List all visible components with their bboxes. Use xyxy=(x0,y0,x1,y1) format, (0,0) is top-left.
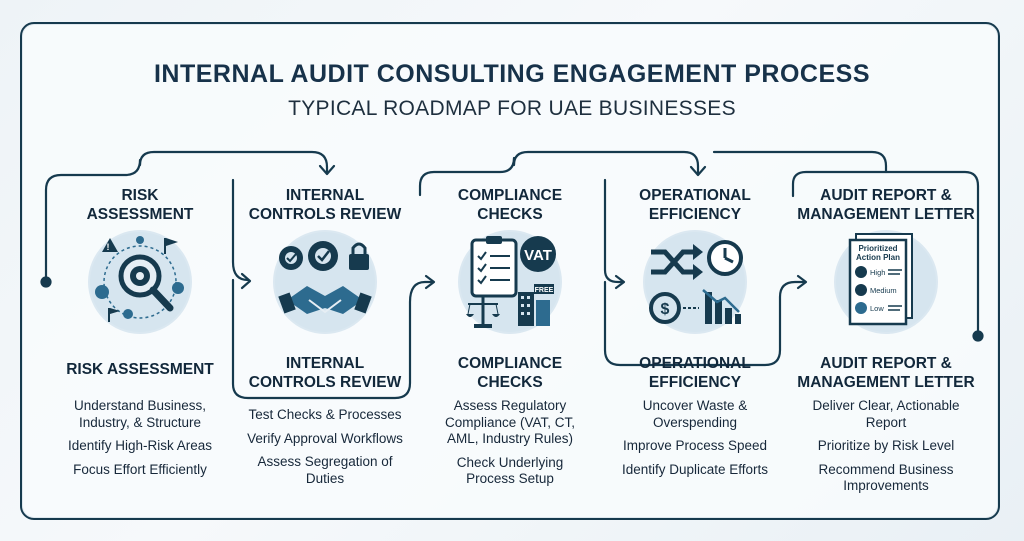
step-heading: AUDIT REPORT & MANAGEMENT LETTER xyxy=(797,187,975,223)
flow-end-dot xyxy=(972,330,984,342)
plan-item-medium: Medium xyxy=(870,286,897,295)
connector-4-5-bottom xyxy=(603,280,806,367)
step-label: AUDIT REPORT & MANAGEMENT LETTER xyxy=(797,355,975,391)
page-subtitle: TYPICAL ROADMAP FOR UAE BUSINESSES xyxy=(288,97,736,120)
bullet-item: Deliver Clear, Actionable Report xyxy=(812,398,960,430)
action-plan-report-icon: Prioritized Action Plan High Medium Low xyxy=(834,230,938,334)
step-heading: OPERATIONAL EFFICIENCY xyxy=(639,187,751,223)
risk-magnifier-gears-icon: ! xyxy=(88,230,192,334)
step-label: COMPLIANCE CHECKS xyxy=(457,355,563,391)
bullet-item: Test Checks & Processes xyxy=(248,407,402,422)
page-title: INTERNAL AUDIT CONSULTING ENGAGEMENT PRO… xyxy=(153,60,870,88)
arrowhead-into-controls xyxy=(240,272,252,290)
bullet-item: Understand Business, Industry, & Structu… xyxy=(73,398,207,430)
step-bullets: Uncover Waste & Overspending Improve Pro… xyxy=(605,398,785,485)
connector-3-4-top xyxy=(418,150,700,197)
bullet-item: Verify Approval Workflows xyxy=(247,430,403,446)
bullet-item: Prioritize by Risk Level xyxy=(817,438,955,453)
bullet-item: Assess Regulatory Compliance (VAT, CT, A… xyxy=(444,398,576,446)
step-heading: COMPLIANCE CHECKS xyxy=(457,187,563,223)
bullet-item: Focus Effort Efficiently xyxy=(73,461,207,477)
arrowhead-3-4 xyxy=(689,165,707,177)
bullet-item: Identify Duplicate Efforts xyxy=(621,461,769,477)
arrowhead-4-5 xyxy=(796,274,808,290)
bullet-item: Recommend Business Improvements xyxy=(818,461,954,494)
plan-title-line1: Prioritized xyxy=(858,244,897,253)
connector-1-2-top xyxy=(44,150,329,284)
bullet-item: Uncover Waste & Overspending xyxy=(642,398,748,430)
clipboard-vat-scales-icon: VAT FREE xyxy=(458,230,562,334)
arrowhead-2-3 xyxy=(424,274,436,290)
plan-item-high: High xyxy=(870,268,885,277)
step-label: RISK ASSESSMENT xyxy=(66,361,214,378)
step-heading: RISK ASSESSMENT xyxy=(86,187,194,223)
step-bullets: Assess Regulatory Compliance (VAT, CT, A… xyxy=(420,398,600,495)
connector-2-3-bottom xyxy=(231,278,434,400)
bullet-item: Improve Process Speed xyxy=(622,438,768,453)
free-zone-text: FREE xyxy=(535,287,554,294)
step-label: INTERNAL CONTROLS REVIEW xyxy=(248,355,402,391)
svg-text:$: $ xyxy=(661,301,670,318)
vat-text: VAT xyxy=(524,247,552,264)
step-heading: INTERNAL CONTROLS REVIEW xyxy=(248,187,402,223)
bullet-item: Assess Segregation of Duties xyxy=(257,454,393,486)
bullet-item: Check Underlying Process Setup xyxy=(456,454,564,487)
bullet-item: Identify High-Risk Areas xyxy=(67,438,213,453)
shuffle-clock-chart-icon: $ xyxy=(643,230,747,334)
arrowhead-1-2 xyxy=(318,164,336,176)
step-bullets: Test Checks & Processes Verify Approval … xyxy=(235,407,415,494)
plan-item-low: Low xyxy=(870,304,884,313)
svg-text:!: ! xyxy=(107,242,110,252)
step-label: OPERATIONAL EFFICIENCY xyxy=(639,355,751,391)
step-bullets: Deliver Clear, Actionable Report Priorit… xyxy=(796,398,976,502)
handshake-gears-lock-icon xyxy=(273,230,377,334)
plan-title-line2: Action Plan xyxy=(856,253,900,262)
arrowhead-into-efficiency xyxy=(614,274,626,290)
step-bullets: Understand Business, Industry, & Structu… xyxy=(50,398,230,485)
